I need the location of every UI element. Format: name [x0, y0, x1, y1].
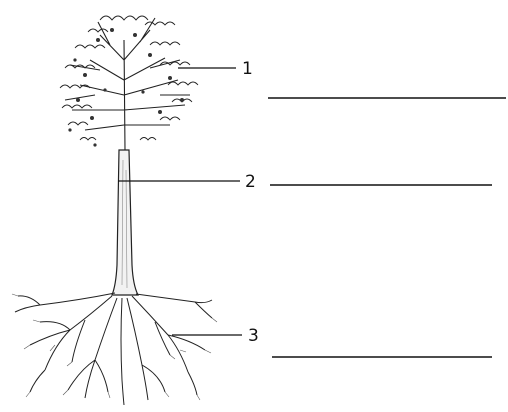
tree-roots — [12, 293, 217, 405]
label-1-group: 1 — [178, 59, 253, 79]
label-3: 3 — [248, 326, 259, 346]
label-1: 1 — [242, 59, 253, 79]
label-2-group: 2 — [118, 172, 256, 192]
label-2: 2 — [245, 172, 256, 192]
tree-crown — [60, 16, 198, 150]
label-3-group: 3 — [172, 326, 259, 346]
tree-trunk — [112, 150, 138, 295]
